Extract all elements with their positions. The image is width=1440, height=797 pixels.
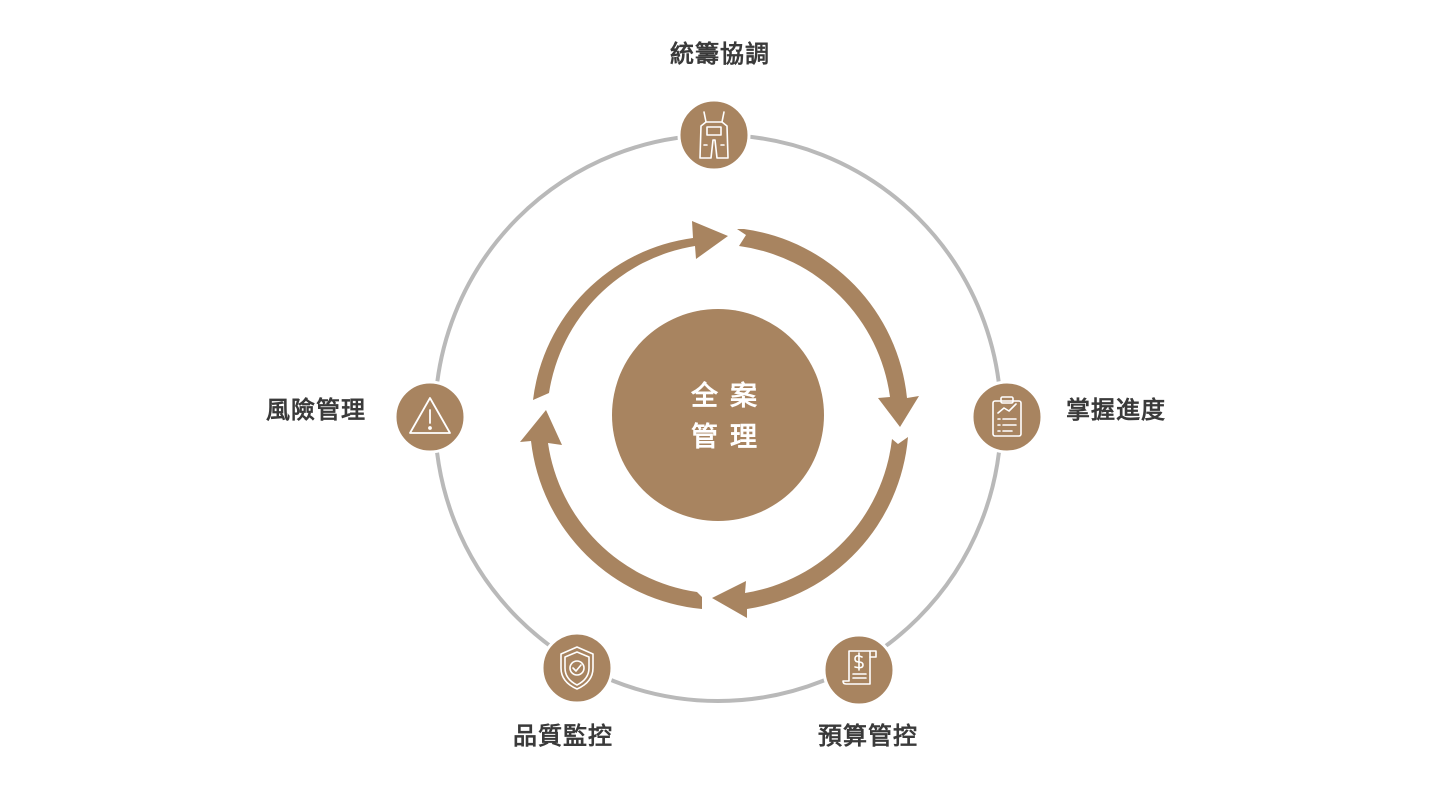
center-title-line2: 管理 (691, 422, 769, 453)
clipboard-chart-icon (992, 396, 1022, 437)
node-label-right: 掌握進度 (1066, 396, 1166, 424)
cycle-arrow-left (520, 410, 702, 609)
node-label-bottom-right: 預算管控 (818, 722, 918, 750)
node-right (970, 380, 1044, 454)
overalls-icon (699, 111, 729, 159)
node-label-top: 統籌協調 (670, 40, 770, 68)
node-bottom-left (540, 631, 614, 705)
warning-triangle-icon (409, 397, 451, 434)
cycle-arrows (520, 221, 919, 618)
receipt-dollar-icon (842, 650, 877, 685)
center-disk (612, 309, 824, 521)
node-top (677, 98, 751, 172)
cycle-arrow-bottom (712, 437, 908, 618)
node-label-bottom-left: 品質監控 (513, 722, 613, 750)
cycle-arrow-top (533, 221, 728, 400)
center-title-line1: 全案 (691, 381, 769, 412)
shield-check-icon (560, 646, 594, 690)
node-bottom-right (822, 633, 896, 707)
node-label-left: 風險管理 (266, 396, 366, 424)
cycle-arrow-right (737, 229, 919, 427)
node-left (393, 380, 467, 454)
